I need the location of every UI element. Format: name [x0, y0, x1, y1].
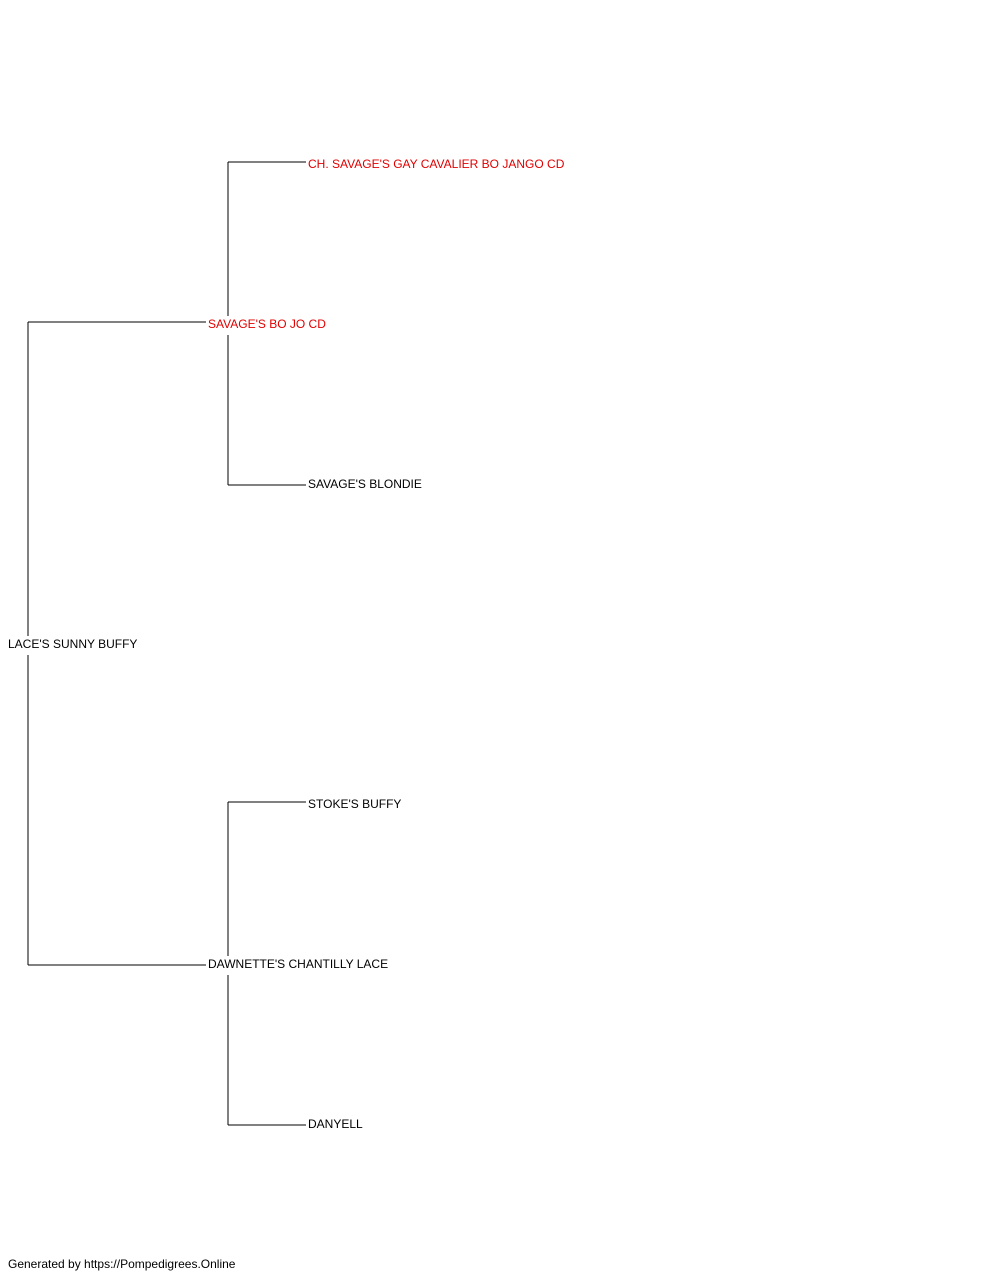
sire-dam-name: SAVAGE'S BLONDIE	[308, 477, 422, 491]
generated-by-footer: Generated by https://Pompedigrees.Online	[8, 1257, 236, 1271]
sire-sire-name: CH. SAVAGE'S GAY CAVALIER BO JANGO CD	[308, 157, 565, 171]
dam-sire-name: STOKE'S BUFFY	[308, 797, 402, 811]
dam-dam-name: DANYELL	[308, 1117, 363, 1131]
subject-name: LACE'S SUNNY BUFFY	[8, 637, 138, 651]
sire-name: SAVAGE'S BO JO CD	[208, 317, 326, 331]
dam-name: DAWNETTE'S CHANTILLY LACE	[208, 957, 389, 971]
